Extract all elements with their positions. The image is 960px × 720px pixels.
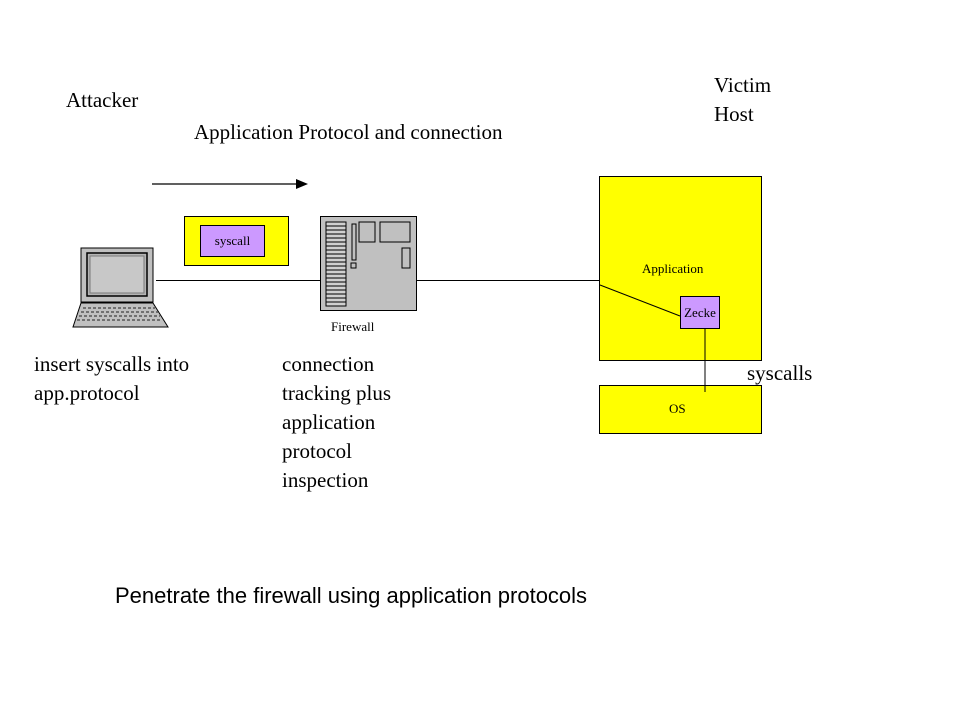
zecke-box: Zecke [680, 296, 720, 329]
right-arrow-icon [152, 179, 308, 189]
attacker-firewall-link [156, 280, 320, 281]
os-box [599, 385, 762, 434]
victim-host-label: Victim Host [714, 71, 771, 129]
firewall-desc-line: tracking plus [282, 381, 392, 405]
firewall-label: Firewall [331, 319, 375, 334]
syscall-box: syscall [200, 225, 265, 257]
caption: Penetrate the firewall using application… [115, 583, 588, 608]
attacker-description: insert syscalls into app.protocol [34, 350, 189, 408]
firewall-desc-line: connection [282, 352, 375, 376]
firewall-desc-line: inspection [282, 468, 369, 492]
server-tower-icon [320, 216, 417, 311]
firewall-desc-line: application [282, 410, 376, 434]
attacker-desc-line: app.protocol [34, 381, 140, 405]
os-label: OS [669, 401, 686, 416]
firewall-victim-link [416, 280, 600, 281]
firewall-desc-line: protocol [282, 439, 352, 463]
attacker-desc-line: insert syscalls into [34, 352, 190, 376]
firewall-description: connection tracking plus application pro… [282, 350, 391, 495]
syscall-box-label: syscall [214, 233, 251, 248]
laptop-icon [72, 247, 169, 328]
attacker-label: Attacker [66, 88, 139, 112]
connector-lines [599, 284, 706, 392]
syscalls-label: syscalls [747, 361, 813, 385]
application-box [599, 176, 762, 361]
protocol-label: Application Protocol and connection [194, 120, 503, 144]
victim-label-line1: Victim [714, 73, 772, 97]
victim-label-line2: Host [714, 102, 754, 126]
zecke-label: Zecke [684, 305, 716, 320]
application-label: Application [642, 261, 704, 276]
